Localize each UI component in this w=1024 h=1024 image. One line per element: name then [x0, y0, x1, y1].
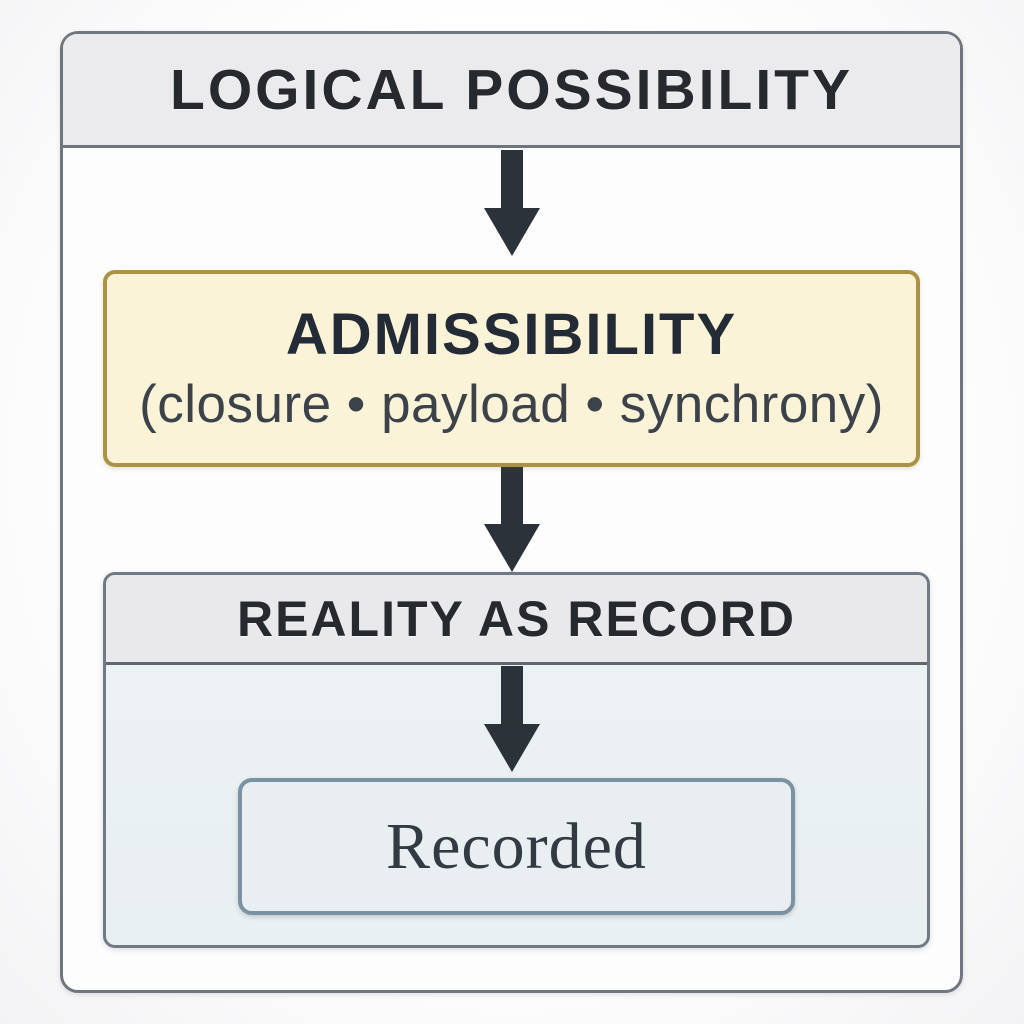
admissibility-subtitle: (closure • payload • synchrony) [139, 375, 884, 434]
recorded-label: Recorded [386, 809, 647, 883]
down-arrow-icon [484, 666, 540, 772]
admissibility-title: ADMISSIBILITY [285, 302, 738, 367]
reality-as-record-label: REALITY AS RECORD [236, 590, 797, 647]
down-arrow-icon [484, 150, 540, 256]
recorded-node: Recorded [238, 778, 795, 915]
logical-possibility-label: LOGICAL POSSIBILITY [170, 57, 853, 122]
admissibility-node: ADMISSIBILITY (closure • payload • synch… [103, 270, 920, 467]
logical-possibility-header: LOGICAL POSSIBILITY [63, 34, 960, 148]
reality-as-record-header: REALITY AS RECORD [106, 575, 927, 665]
down-arrow-icon [484, 466, 540, 572]
